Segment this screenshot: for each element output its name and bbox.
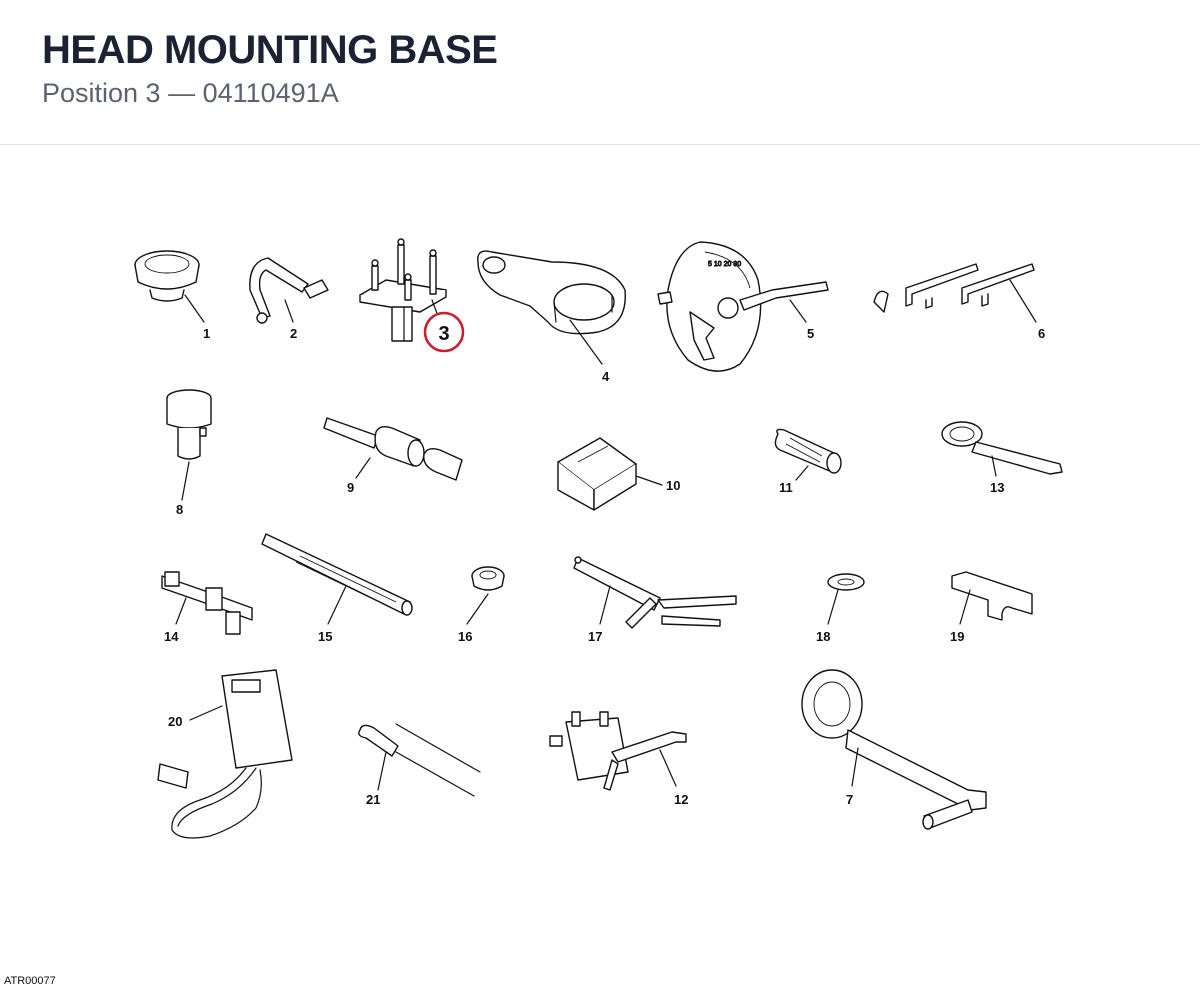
tool-9-label: 9: [347, 480, 354, 495]
highlight-circle: [423, 311, 465, 353]
tool-14-label: 14: [164, 629, 179, 644]
tool-10-label: 10: [666, 478, 680, 493]
tool-20-label: 20: [168, 714, 182, 729]
tool-16-label: 16: [458, 629, 472, 644]
tool-3-head-mounting-base[interactable]: 3: [359, 238, 465, 353]
highlight-label: 3: [438, 323, 449, 345]
tool-1[interactable]: 1: [134, 250, 210, 341]
tool-19[interactable]: 19: [950, 571, 1033, 644]
tool-17[interactable]: 17: [573, 556, 737, 644]
tool-21[interactable]: 21: [358, 723, 481, 807]
tool-7-label: 7: [846, 792, 853, 807]
tool-12-label: 12: [674, 792, 688, 807]
tool-4-label: 4: [602, 369, 610, 384]
page-title: HEAD MOUNTING BASE: [42, 28, 498, 72]
tool-16[interactable]: 16: [458, 566, 505, 644]
page-subtitle: Position 3 — 04110491A: [42, 78, 339, 108]
tool-5[interactable]: 5 10 20 30 5: [657, 241, 829, 372]
tool-9[interactable]: 9: [323, 417, 463, 495]
tool-20[interactable]: 20: [157, 669, 293, 839]
tool-15[interactable]: 15: [261, 533, 413, 644]
tool-illustration: 1 2 3 4: [0, 146, 1200, 991]
tool-14[interactable]: 14: [161, 571, 253, 644]
tool-21-label: 21: [366, 792, 380, 807]
tool-18-label: 18: [816, 629, 830, 644]
svg-text:5 10 20 30: 5 10 20 30: [708, 261, 741, 268]
tool-19-label: 19: [950, 629, 964, 644]
tool-2[interactable]: 2: [249, 257, 329, 341]
figure-reference: ATR00077: [4, 975, 56, 987]
tool-11[interactable]: 11: [774, 428, 842, 496]
tool-5-label: 5: [807, 326, 814, 341]
tool-13-label: 13: [990, 480, 1004, 495]
tool-1-label: 1: [203, 326, 210, 341]
tool-18[interactable]: 18: [816, 573, 865, 644]
tool-8[interactable]: 8: [166, 389, 212, 517]
tool-6[interactable]: 6: [873, 263, 1045, 341]
tool-4[interactable]: 4: [477, 250, 626, 384]
tool-7[interactable]: 7: [801, 669, 987, 830]
tool-2-label: 2: [290, 326, 297, 341]
tool-12[interactable]: 12: [549, 711, 688, 807]
tool-6-label: 6: [1038, 326, 1045, 341]
tool-17-label: 17: [588, 629, 602, 644]
tool-10[interactable]: 10: [557, 437, 680, 511]
tool-15-label: 15: [318, 629, 332, 644]
tool-8-label: 8: [176, 502, 183, 517]
header: HEAD MOUNTING BASE Position 3 — 04110491…: [0, 0, 1200, 145]
tool-11-label: 11: [779, 480, 793, 495]
tool-13[interactable]: 13: [941, 421, 1063, 495]
